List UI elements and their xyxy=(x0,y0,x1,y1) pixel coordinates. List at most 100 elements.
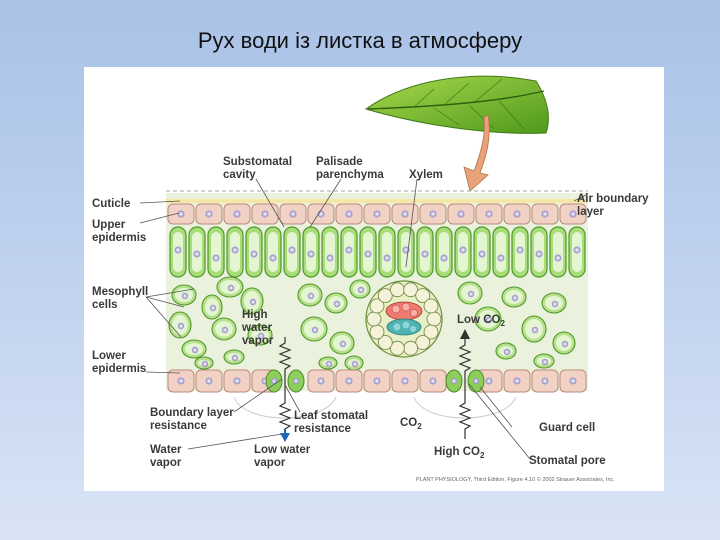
label-water-vapor-2: vapor xyxy=(150,457,182,469)
nucleus xyxy=(257,332,265,340)
nucleus xyxy=(401,210,409,218)
nucleus xyxy=(307,250,315,258)
leader-lines xyxy=(139,178,589,460)
nucleus xyxy=(478,250,486,258)
nucleus xyxy=(541,358,549,366)
nucleus xyxy=(364,250,372,258)
upper-epidermis-row xyxy=(167,203,587,225)
label-palisade-2: parenchyma xyxy=(316,169,384,181)
label-low-vapor-1: Low water xyxy=(254,444,311,456)
bundle-sheath-cell xyxy=(423,324,439,340)
label-high-vapor-3: vapor xyxy=(242,335,274,347)
nucleus xyxy=(459,246,467,254)
nucleus xyxy=(233,210,241,218)
label-mesophyll-1: Mesophyll xyxy=(92,286,148,298)
bundle-sheath-cell xyxy=(426,311,442,327)
labels: Substomatal cavity Palisade parenchyma X… xyxy=(92,156,649,483)
nucleus xyxy=(511,294,519,302)
figure-credit: PLANT PHYSIOLOGY, Third Edition, Figure … xyxy=(416,476,615,483)
nucleus xyxy=(345,210,353,218)
nucleus xyxy=(339,340,347,348)
nucleus xyxy=(551,300,559,308)
nucleus xyxy=(485,316,493,324)
palisade-vacuole xyxy=(268,232,278,272)
nucleus xyxy=(421,250,429,258)
label-high-co2: High CO2 xyxy=(434,446,485,460)
label-lower-epidermis-2: epidermis xyxy=(92,363,146,375)
palisade-vacuole xyxy=(325,232,335,272)
label-boundary-resistance-1: Boundary layer xyxy=(150,407,234,419)
stoma-right xyxy=(445,369,485,393)
bundle-sheath-cell xyxy=(415,288,431,303)
nucleus xyxy=(289,210,297,218)
nucleus xyxy=(485,210,493,218)
slide-title: Рух води із листка в атмосферу xyxy=(197,28,523,53)
nucleus xyxy=(174,246,182,254)
nucleus xyxy=(497,254,505,262)
label-air-boundary-1: Air boundary xyxy=(577,193,649,205)
nucleus xyxy=(531,326,539,334)
nucleus xyxy=(440,254,448,262)
zoom-arrow xyxy=(463,114,490,192)
label-lower-epidermis-1: Lower xyxy=(92,350,126,362)
nucleus xyxy=(177,322,185,330)
label-substomatal-cavity-2: cavity xyxy=(223,169,256,181)
label-stomatal-resistance-1: Leaf stomatal xyxy=(294,410,368,422)
nucleus xyxy=(373,210,381,218)
nucleus xyxy=(383,254,391,262)
bundle-sheath-cell xyxy=(415,335,431,350)
cuticle-layer xyxy=(166,199,588,203)
nucleus xyxy=(181,292,189,300)
nucleus xyxy=(191,346,199,354)
nucleus xyxy=(250,250,258,258)
nucleus xyxy=(205,377,213,385)
nucleus xyxy=(269,254,277,262)
leaf-diagram-svg: Substomatal cavity Palisade parenchyma X… xyxy=(92,75,649,483)
nucleus xyxy=(569,210,577,218)
nucleus xyxy=(193,250,201,258)
nucleus xyxy=(541,377,549,385)
bundle-sheath-cell xyxy=(377,288,393,303)
bundle-sheath-cell xyxy=(403,282,419,298)
nucleus xyxy=(205,210,213,218)
bundle-sheath-cell xyxy=(389,282,405,298)
nucleus xyxy=(503,348,511,356)
nucleus xyxy=(573,246,581,254)
nucleus xyxy=(177,210,185,218)
nucleus xyxy=(513,210,521,218)
label-water-vapor-1: Water xyxy=(150,444,182,456)
label-high-vapor-1: High xyxy=(242,309,268,321)
nucleus xyxy=(233,377,241,385)
nucleus xyxy=(209,304,217,312)
leaf-diagram: Substomatal cavity Palisade parenchyma X… xyxy=(84,67,664,491)
nucleus xyxy=(373,377,381,385)
nucleus xyxy=(231,246,239,254)
label-low-co2: Low CO2 xyxy=(457,314,505,328)
nucleus xyxy=(288,246,296,254)
nucleus xyxy=(429,210,437,218)
nucleus xyxy=(227,284,235,292)
label-stomatal-pore: Stomatal pore xyxy=(529,455,606,467)
nucleus xyxy=(212,254,220,262)
nucleus xyxy=(541,210,549,218)
nucleus xyxy=(325,360,333,368)
palisade-vacuole xyxy=(553,232,563,272)
nucleus xyxy=(535,250,543,258)
leaf-icon xyxy=(364,75,549,134)
nucleus xyxy=(307,292,315,300)
nucleus xyxy=(401,377,409,385)
vascular-bundle xyxy=(365,280,443,358)
nucleus xyxy=(429,377,437,385)
diffusion-arc-right xyxy=(413,396,517,419)
nucleus xyxy=(554,254,562,262)
bundle-sheath-cell xyxy=(389,340,405,356)
nucleus xyxy=(516,246,524,254)
water-vapor-path xyxy=(278,337,292,442)
label-boundary-resistance-2: resistance xyxy=(150,420,207,432)
label-cuticle: Cuticle xyxy=(92,198,130,210)
label-substomatal-cavity-1: Substomatal xyxy=(223,156,292,168)
nucleus xyxy=(467,290,475,298)
nucleus xyxy=(345,246,353,254)
label-mesophyll-2: cells xyxy=(92,299,118,311)
label-low-vapor-2: vapor xyxy=(254,457,286,469)
